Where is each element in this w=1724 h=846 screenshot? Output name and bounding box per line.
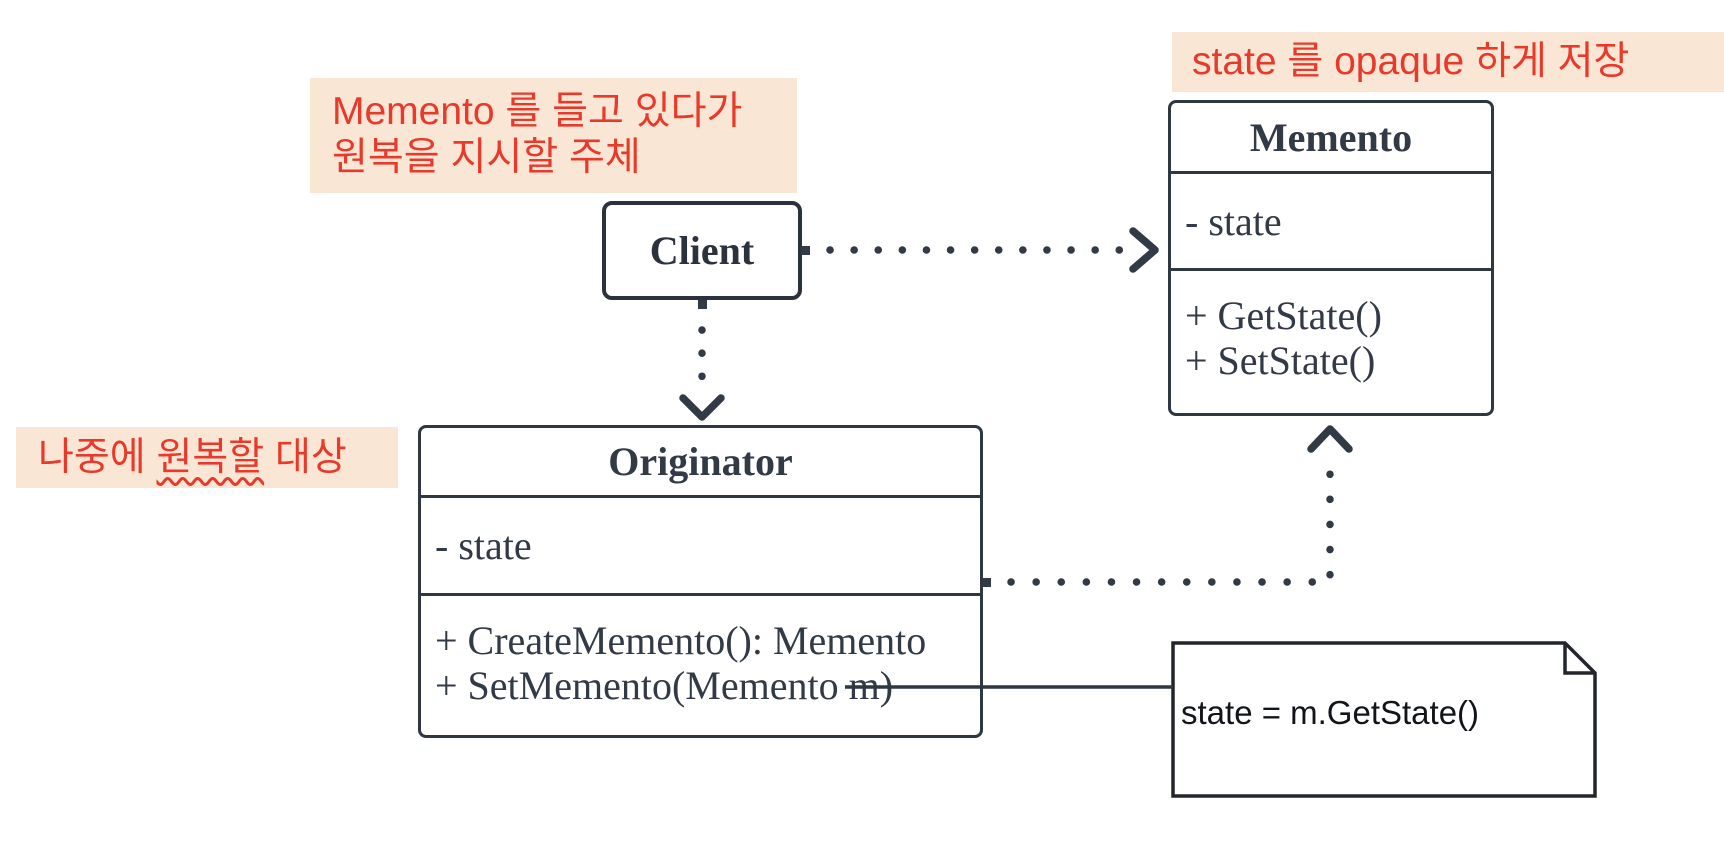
class-memento-attributes: - state xyxy=(1171,174,1491,271)
class-originator-attribute: - state xyxy=(435,523,532,568)
annotation-client-role-line1: Memento 를 들고 있다가 xyxy=(332,90,743,133)
class-originator-methods: + CreateMemento(): Memento + SetMemento(… xyxy=(421,596,980,735)
annotation-memento-role-text: state 를 opaque 하게 저장 xyxy=(1192,40,1630,83)
class-memento-name: Memento xyxy=(1171,103,1491,174)
annotation-client-role: Memento 를 들고 있다가 원복을 지시할 주체 xyxy=(310,78,797,193)
annotation-originator-prefix: 나중에 xyxy=(38,436,157,479)
class-client-name: Client xyxy=(649,228,755,273)
class-originator-method: + SetMemento(Memento m) xyxy=(435,663,894,708)
client-originator-dotted-arrow xyxy=(679,300,725,421)
class-memento-method: + SetState() xyxy=(1185,338,1376,383)
class-memento-methods: + GetState() + SetState() xyxy=(1171,271,1491,413)
class-memento-method: + GetState() xyxy=(1185,293,1382,338)
class-memento-attribute: - state xyxy=(1185,198,1282,244)
annotation-originator-role: 나중에 원복할 대상 xyxy=(16,427,398,488)
originator-memento-dotted-arrow xyxy=(982,425,1353,587)
annotation-originator-suffix: 대상 xyxy=(264,436,347,479)
class-client: Client xyxy=(602,201,802,300)
client-memento-dotted-arrow xyxy=(801,227,1159,273)
annotation-originator-underlined: 원복할 xyxy=(156,436,265,479)
class-originator-method: + CreateMemento(): Memento xyxy=(435,618,927,663)
class-originator-attributes: - state xyxy=(421,498,980,596)
note-text: state = m.GetState() xyxy=(1181,694,1480,731)
annotation-client-role-line2: 원복을 지시할 주체 xyxy=(332,136,641,179)
class-originator-name: Originator xyxy=(421,428,980,498)
class-originator: Originator - state + CreateMemento(): Me… xyxy=(418,425,983,738)
annotation-memento-role: state 를 opaque 하게 저장 xyxy=(1172,32,1724,92)
class-memento: Memento - state + GetState() + SetState(… xyxy=(1168,100,1494,416)
